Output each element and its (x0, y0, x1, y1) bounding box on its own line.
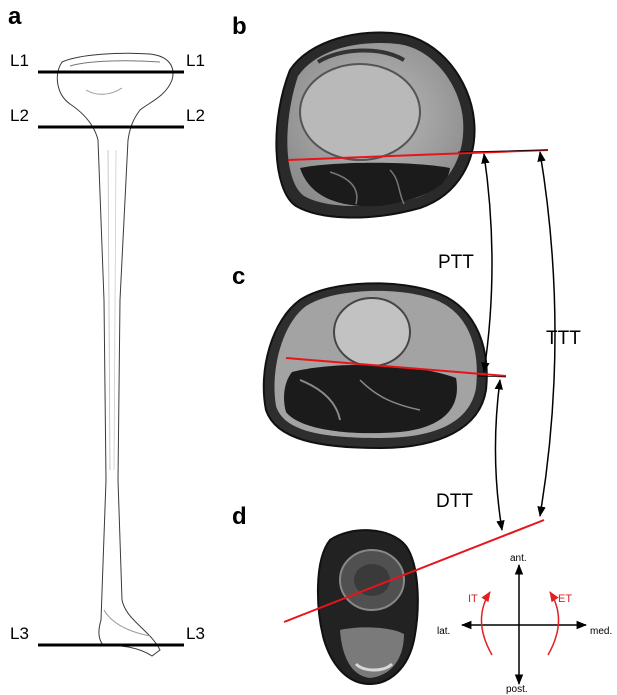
panel-letter-d: d (232, 503, 247, 530)
anterior-label: ant. (510, 553, 527, 564)
level-label-l2-left: L2 (10, 106, 29, 125)
medial-label: med. (590, 626, 612, 637)
external-rotation-arrow (548, 592, 559, 655)
level-label-l1-right: L1 (186, 51, 205, 70)
external-rotation-label: ET (558, 593, 572, 605)
ptt-label: PTT (438, 252, 474, 273)
internal-rotation-label: IT (468, 593, 478, 605)
posterior-label: post. (506, 684, 528, 695)
tibia-illustration (57, 53, 173, 656)
level-label-l1-left: L1 (10, 51, 29, 70)
internal-rotation-arrow (481, 592, 492, 655)
level-label-l3-left: L3 (10, 624, 29, 643)
ttt-label: TTT (546, 328, 581, 349)
level-label-l3-right: L3 (186, 624, 205, 643)
mri-slice-proximal (276, 33, 474, 218)
level-label-l2-right: L2 (186, 106, 205, 125)
ptt-arrow (484, 154, 492, 372)
dtt-arrow (495, 380, 502, 530)
orientation-cross: ant. post. lat. med. IT ET (437, 553, 612, 695)
lateral-label: lat. (437, 626, 450, 637)
dtt-label: DTT (436, 491, 473, 512)
mri-slice-distal (318, 530, 418, 684)
panel-letter-c: c (232, 263, 245, 290)
panel-letter-a: a (8, 3, 22, 30)
panel-letter-b: b (232, 13, 247, 40)
